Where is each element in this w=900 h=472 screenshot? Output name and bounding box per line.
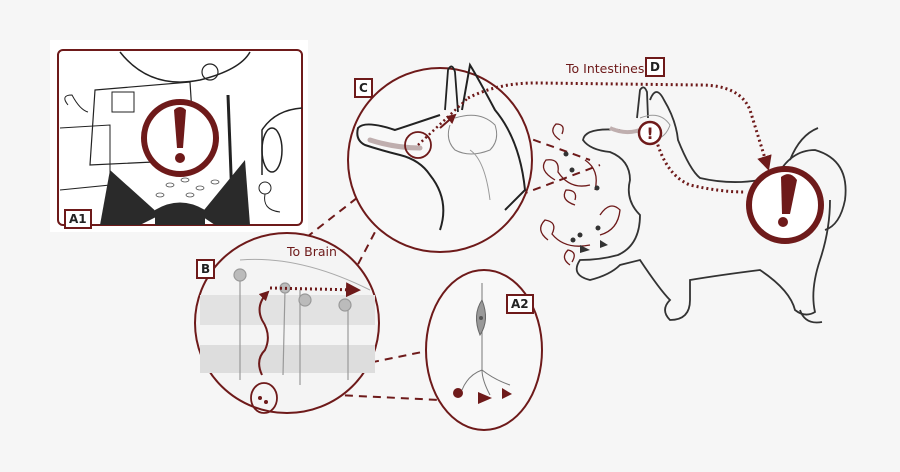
label-a2: A2 xyxy=(506,294,534,314)
svg-text:!: ! xyxy=(646,124,653,143)
dog-body xyxy=(575,86,847,324)
label-c: C xyxy=(354,78,373,98)
dog-head-brain: ! xyxy=(609,114,671,146)
caption-to-brain: To Brain xyxy=(287,244,337,259)
scent-swirls xyxy=(540,123,621,266)
panel-c-head xyxy=(347,62,533,253)
intestines-path xyxy=(467,81,772,194)
label-b: B xyxy=(196,259,216,279)
label-d: D xyxy=(645,57,665,77)
alert-icon-a1 xyxy=(141,99,219,177)
caption-to-intestines: To Intestines xyxy=(566,61,645,76)
alert-icon-abdomen xyxy=(746,166,824,244)
odor-molecules xyxy=(563,151,608,253)
label-a1: A1 xyxy=(64,209,92,229)
panel-b-epithelium xyxy=(194,232,380,414)
panel-a1-scene xyxy=(50,40,308,232)
